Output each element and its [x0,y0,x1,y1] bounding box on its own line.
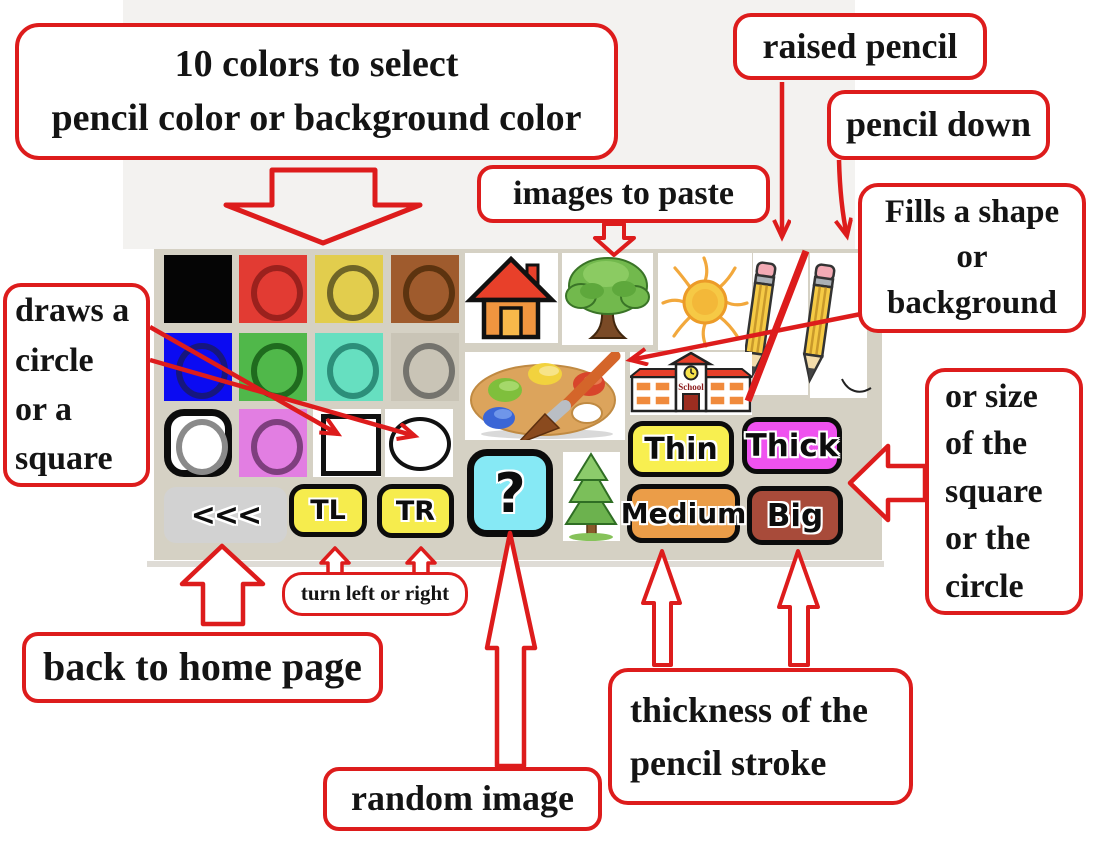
block-arrow-big [777,549,820,667]
paste-image-tree[interactable] [562,253,653,345]
callout-line: background [887,284,1057,321]
callout-line: or the [945,520,1031,558]
color-swatch-brown[interactable] [391,255,459,323]
callout-line: Fills a shape [884,193,1060,230]
callout-line: pencil down [845,104,1032,145]
callout-line: raised pencil [762,25,958,66]
callout-line: images to paste [513,174,734,212]
callout-back-home: back to home page [22,632,383,703]
paste-image-sun[interactable] [658,253,752,350]
ring [176,419,228,475]
ring [251,343,303,399]
callout-line: pencil stroke [630,742,827,783]
fill-palette-tool[interactable] [465,352,625,440]
callout-line: of the [945,425,1028,463]
ring [403,265,455,321]
color-swatch-green[interactable] [239,333,307,401]
turn-left-button[interactable]: TL [289,484,367,537]
pine-tree-icon [564,452,618,541]
color-swatch-violet[interactable] [239,409,307,477]
callout-draws: draws a circle or a square [3,283,150,487]
school-label: School [678,382,704,392]
callout-raised-pencil: raised pencil [733,13,987,80]
callout-pencil-down: pencil down [827,90,1050,160]
ring [176,343,228,399]
callout-random-image: random image [323,767,602,831]
pencil-icons [745,260,872,393]
paste-image-school[interactable]: School [630,352,752,415]
callout-fills: Fills a shape or background [858,183,1086,333]
paste-image-house[interactable] [465,253,558,343]
callout-line: circle [945,567,1024,605]
color-swatch-white[interactable] [164,409,232,477]
color-swatch-red[interactable] [239,255,307,323]
thick-button[interactable]: Thick [742,417,842,474]
callout-line: back to home page [43,644,362,690]
paste-image-pine[interactable] [563,452,620,541]
callout-line: circle [15,341,94,379]
callout-thickness: thickness of the pencil stroke [608,668,913,805]
callout-line: draws a [15,292,130,330]
square-shape-icon [321,414,381,476]
school-icon: School [630,352,752,413]
callout-line: or size [945,377,1038,415]
medium-button[interactable]: Medium [621,484,746,543]
callout-or-size: or size of the square or the circle [925,368,1083,615]
house-icon [465,255,558,340]
ring [403,343,455,399]
block-arrow-medium [641,549,682,667]
callout-line: random image [351,778,574,819]
sun-icon [661,256,749,348]
ring [327,265,379,321]
down-pencil-icon [799,262,837,383]
callout-images-to-paste: images to paste [477,165,770,223]
back-button[interactable]: <<< [164,487,287,543]
turn-right-button[interactable]: TR [377,484,454,538]
ring [251,265,303,321]
callout-line: or a [15,391,72,428]
color-swatch-aqua[interactable] [315,333,383,401]
thin-button[interactable]: Thin [628,421,734,477]
callout-colors: 10 colors to select pencil color or back… [15,23,618,160]
callout-turn: turn left or right [282,572,468,616]
color-swatch-black[interactable] [164,255,232,323]
ring [327,343,379,399]
callout-line: thickness of the [630,690,869,731]
color-swatch-blue[interactable] [164,333,232,401]
draw-circle-tool[interactable] [385,409,453,477]
callout-line: or [956,239,988,276]
draw-square-tool[interactable] [313,409,381,477]
callout-line: pencil color or background color [51,96,582,139]
block-arrow-random [484,530,538,769]
toolbar-bottom-border [147,561,884,567]
paint-palette-icon [470,352,621,440]
callout-line: square [945,472,1043,510]
callout-line: 10 colors to select [174,42,459,85]
color-swatch-yellow[interactable] [315,255,383,323]
random-image-button[interactable]: ? [467,449,553,537]
tree-icon [565,257,650,339]
big-button[interactable]: Big [747,486,843,545]
color-swatch-taupe[interactable] [391,333,459,401]
ring [251,419,303,475]
callout-line: turn left or right [300,581,450,606]
callout-line: square [15,440,113,478]
circle-shape-icon [389,417,451,471]
pencil-stroke-curl [841,378,872,393]
